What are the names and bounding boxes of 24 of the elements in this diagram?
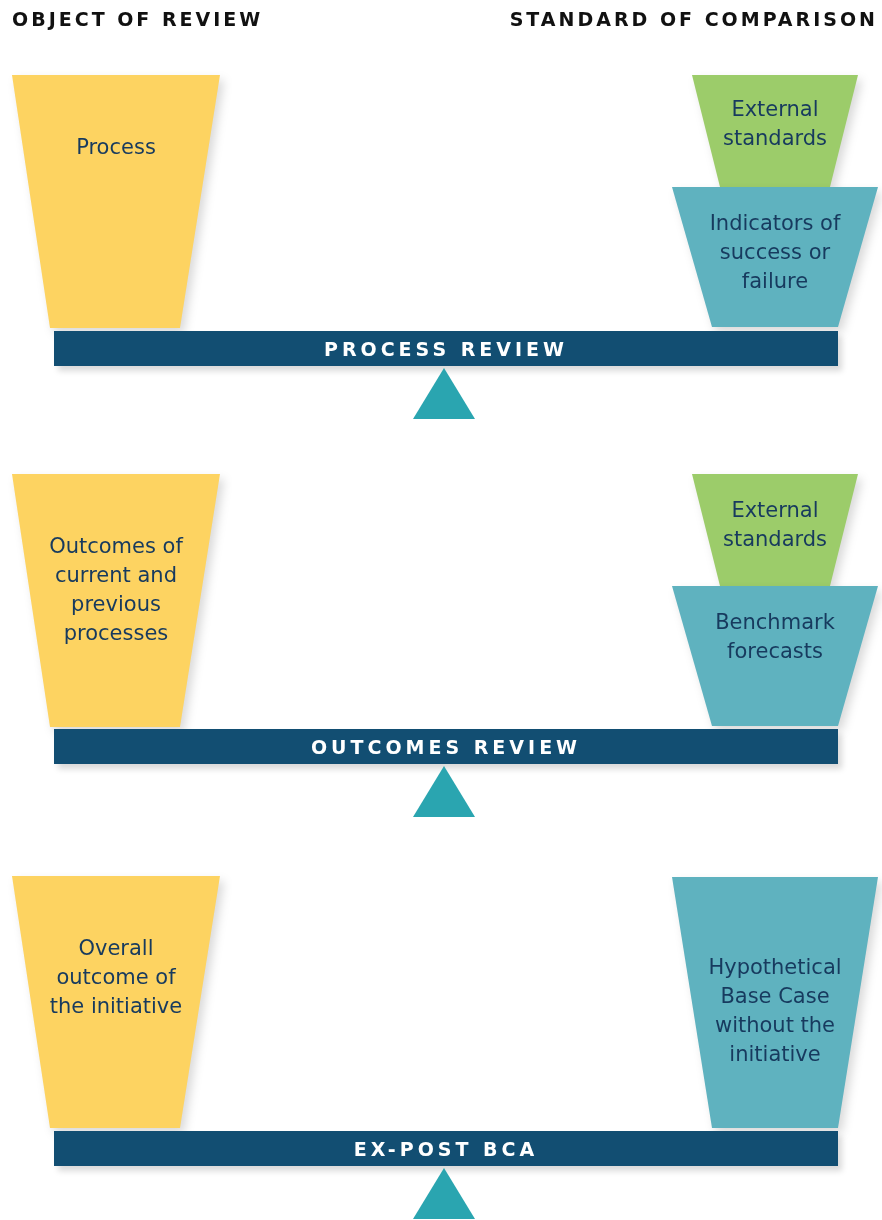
trapezoid-panel (12, 75, 220, 328)
panel-text: Hypothetical Base Case without the initiative (707, 954, 843, 1068)
beam-bar (54, 729, 838, 764)
panel-text: Outcomes of current and previous processes (48, 533, 185, 647)
beam-bar (54, 331, 838, 366)
trapezoid-panel (672, 187, 878, 327)
panel-text: Indicators of success or failure (708, 210, 842, 295)
panel-text: External standards (722, 96, 828, 152)
trapezoid-panel (692, 75, 858, 187)
trapezoid-panel (672, 877, 878, 1128)
trapezoid-panel (692, 474, 858, 586)
trapezoid-panel (672, 586, 878, 726)
panel-text: Benchmark forecasts (714, 609, 836, 665)
trapezoid-panel (12, 876, 220, 1128)
panel-text: Overall outcome of the initiative (48, 935, 184, 1020)
trapezoid-panel (12, 474, 220, 727)
column-heading: STANDARD OF COMPARISON (509, 8, 878, 30)
beam-bar (54, 1131, 838, 1166)
column-heading: OBJECT OF REVIEW (12, 8, 264, 30)
beam-title: PROCESS REVIEW (323, 337, 569, 360)
beam-title: EX-POST BCA (353, 1137, 539, 1160)
panel-text: Process (75, 134, 157, 161)
beam-title: OUTCOMES REVIEW (310, 735, 582, 758)
panel-text: External standards (722, 497, 828, 553)
